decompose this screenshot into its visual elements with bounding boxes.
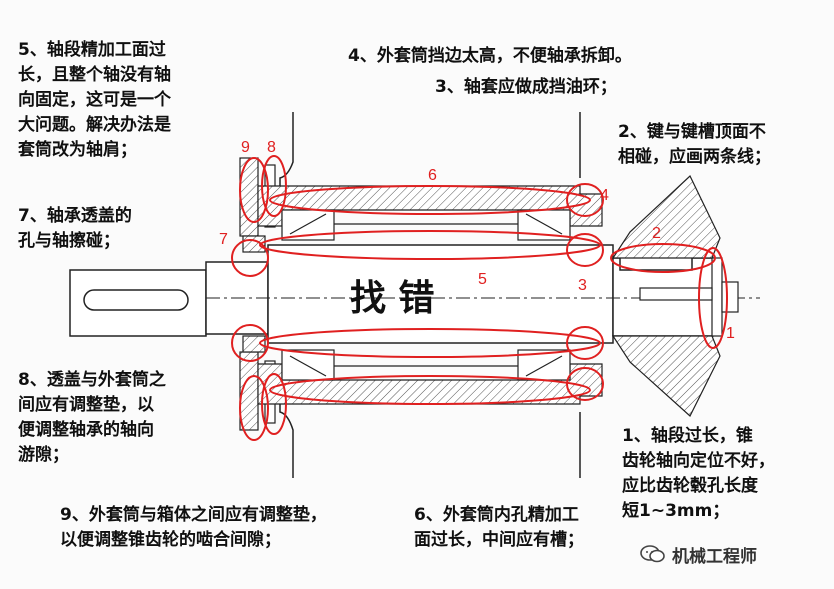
circle-3b [566,326,604,360]
circle-7b [231,324,269,362]
circle-4b [566,367,604,401]
error-markers: 1 2 3 4 5 6 7 8 9 [219,139,735,342]
marker-2: 2 [652,225,661,242]
marker-8: 8 [267,139,276,156]
circle-9b [239,375,269,441]
marker-9: 9 [241,139,250,156]
circle-8 [261,155,287,217]
circle-8b [261,373,287,435]
error-circles [231,155,728,441]
circle-2 [610,243,716,273]
circle-1 [698,247,728,349]
circle-4 [566,183,604,217]
marker-3: 3 [578,277,587,294]
note-6: 6、外套筒内孔精加工 面过长，中间应有槽； [414,505,584,550]
marker-1: 1 [726,325,735,342]
page-title: 找 错 [350,278,435,319]
circle-6b [269,375,591,405]
watermark-text: 机械工程师 [672,546,757,567]
note-9: 9、外套筒与箱体之间应有调整垫， 以便调整锥齿轮的啮合间隙； [60,505,327,550]
note-5: 5、轴段精加工面过 长，且整个轴没有轴 向固定，这可是一个 大问题。解决办法是 … [18,40,171,160]
bevel-gear [611,175,739,417]
note-7: 7、轴承透盖的 孔与轴擦碰； [18,206,132,251]
circle-5 [259,230,601,260]
marker-5: 5 [478,271,487,288]
watermark: 机械工程师 [640,541,757,567]
note-1: 1、轴段过长，锥 齿轮轴向定位不好， 应比齿轮毂孔长度 短1~3mm； [622,426,775,521]
housing [279,112,581,478]
circle-7 [231,239,269,277]
marker-4: 4 [600,187,609,204]
marker-6: 6 [428,167,437,184]
note-8: 8、透盖与外套筒之 间应有调整垫，以 便调整轴承的轴向 游隙； [18,370,166,465]
wechat-icon [640,545,665,563]
note-4: 4、外套筒挡边太高，不便轴承拆卸。 [348,46,632,66]
circle-5b [259,328,601,358]
circle-9 [239,157,269,223]
note-2: 2、键与键槽顶面不 相碰，应画两条线； [618,122,771,167]
marker-7: 7 [219,231,228,248]
circle-6 [269,185,591,215]
circle-3 [566,233,604,267]
note-3: 3、轴套应做成挡油环； [435,77,617,97]
